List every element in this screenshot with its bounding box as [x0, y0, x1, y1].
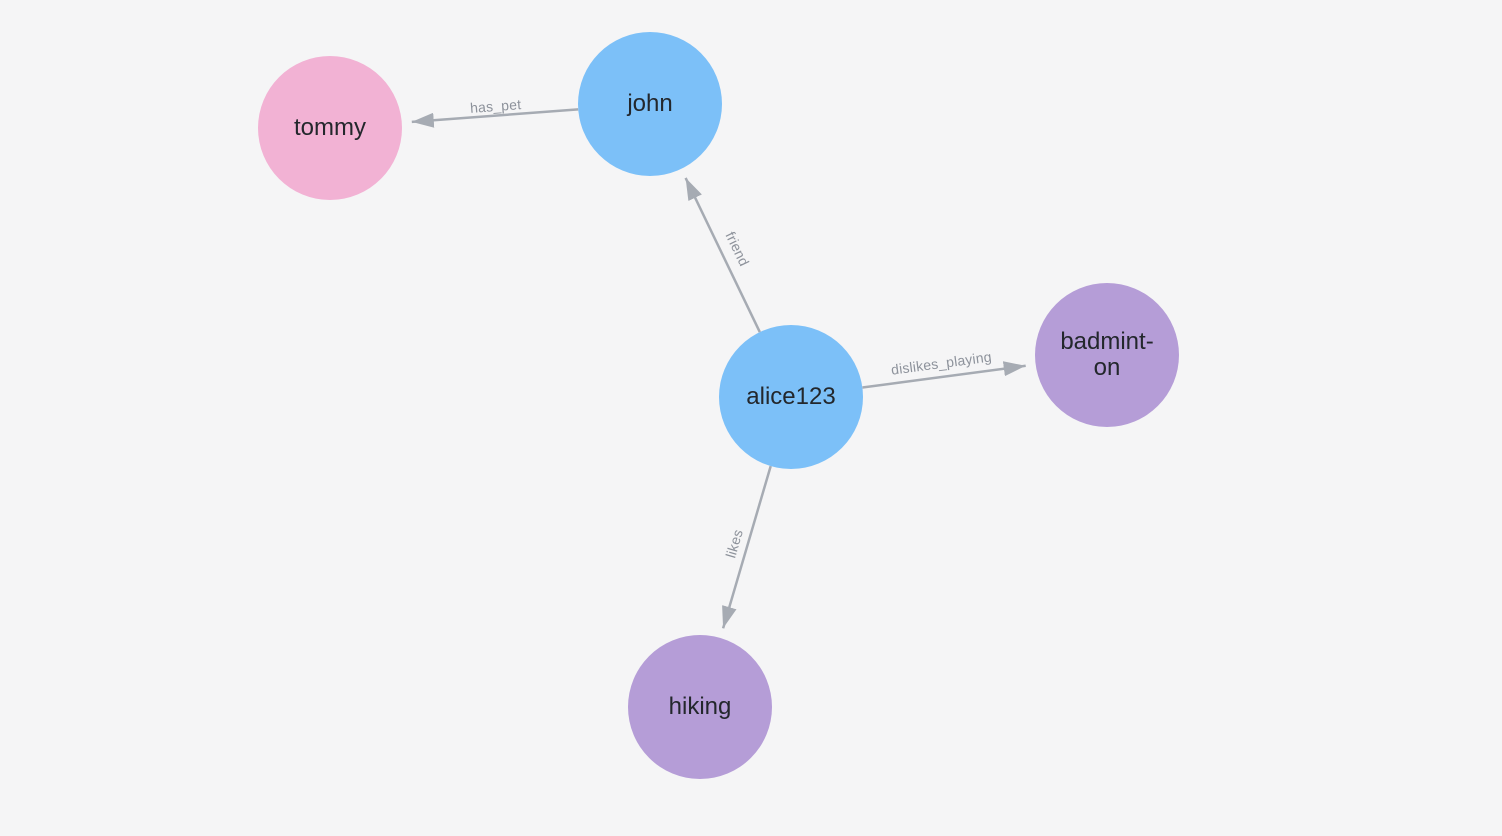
- relationships-layer: has_pet friend dislikes_playing likes: [411, 96, 1026, 629]
- relationship-alice123-hiking: likes: [721, 465, 772, 629]
- relationship-line-has_pet[interactable]: [411, 108, 579, 128]
- nodes-layer: [258, 32, 1179, 779]
- node-circle-alice123[interactable]: [719, 325, 863, 469]
- relationship-line-likes[interactable]: [721, 465, 772, 629]
- relationship-label-likes[interactable]: likes: [722, 527, 746, 559]
- node-circle-john[interactable]: [578, 32, 722, 176]
- relationship-line-friend[interactable]: [684, 177, 761, 333]
- relationship-alice123-john: friend: [684, 177, 761, 333]
- node-circle-tommy[interactable]: [258, 56, 402, 200]
- node-circle-hiking[interactable]: [628, 635, 772, 779]
- relationship-john-tommy: has_pet: [411, 96, 579, 128]
- node-circle-badminton[interactable]: [1035, 283, 1179, 427]
- relationship-line-dislikes_playing[interactable]: [862, 361, 1026, 389]
- relationship-alice123-badminton: dislikes_playing: [862, 348, 1026, 389]
- relationship-label-has_pet[interactable]: has_pet: [469, 96, 521, 116]
